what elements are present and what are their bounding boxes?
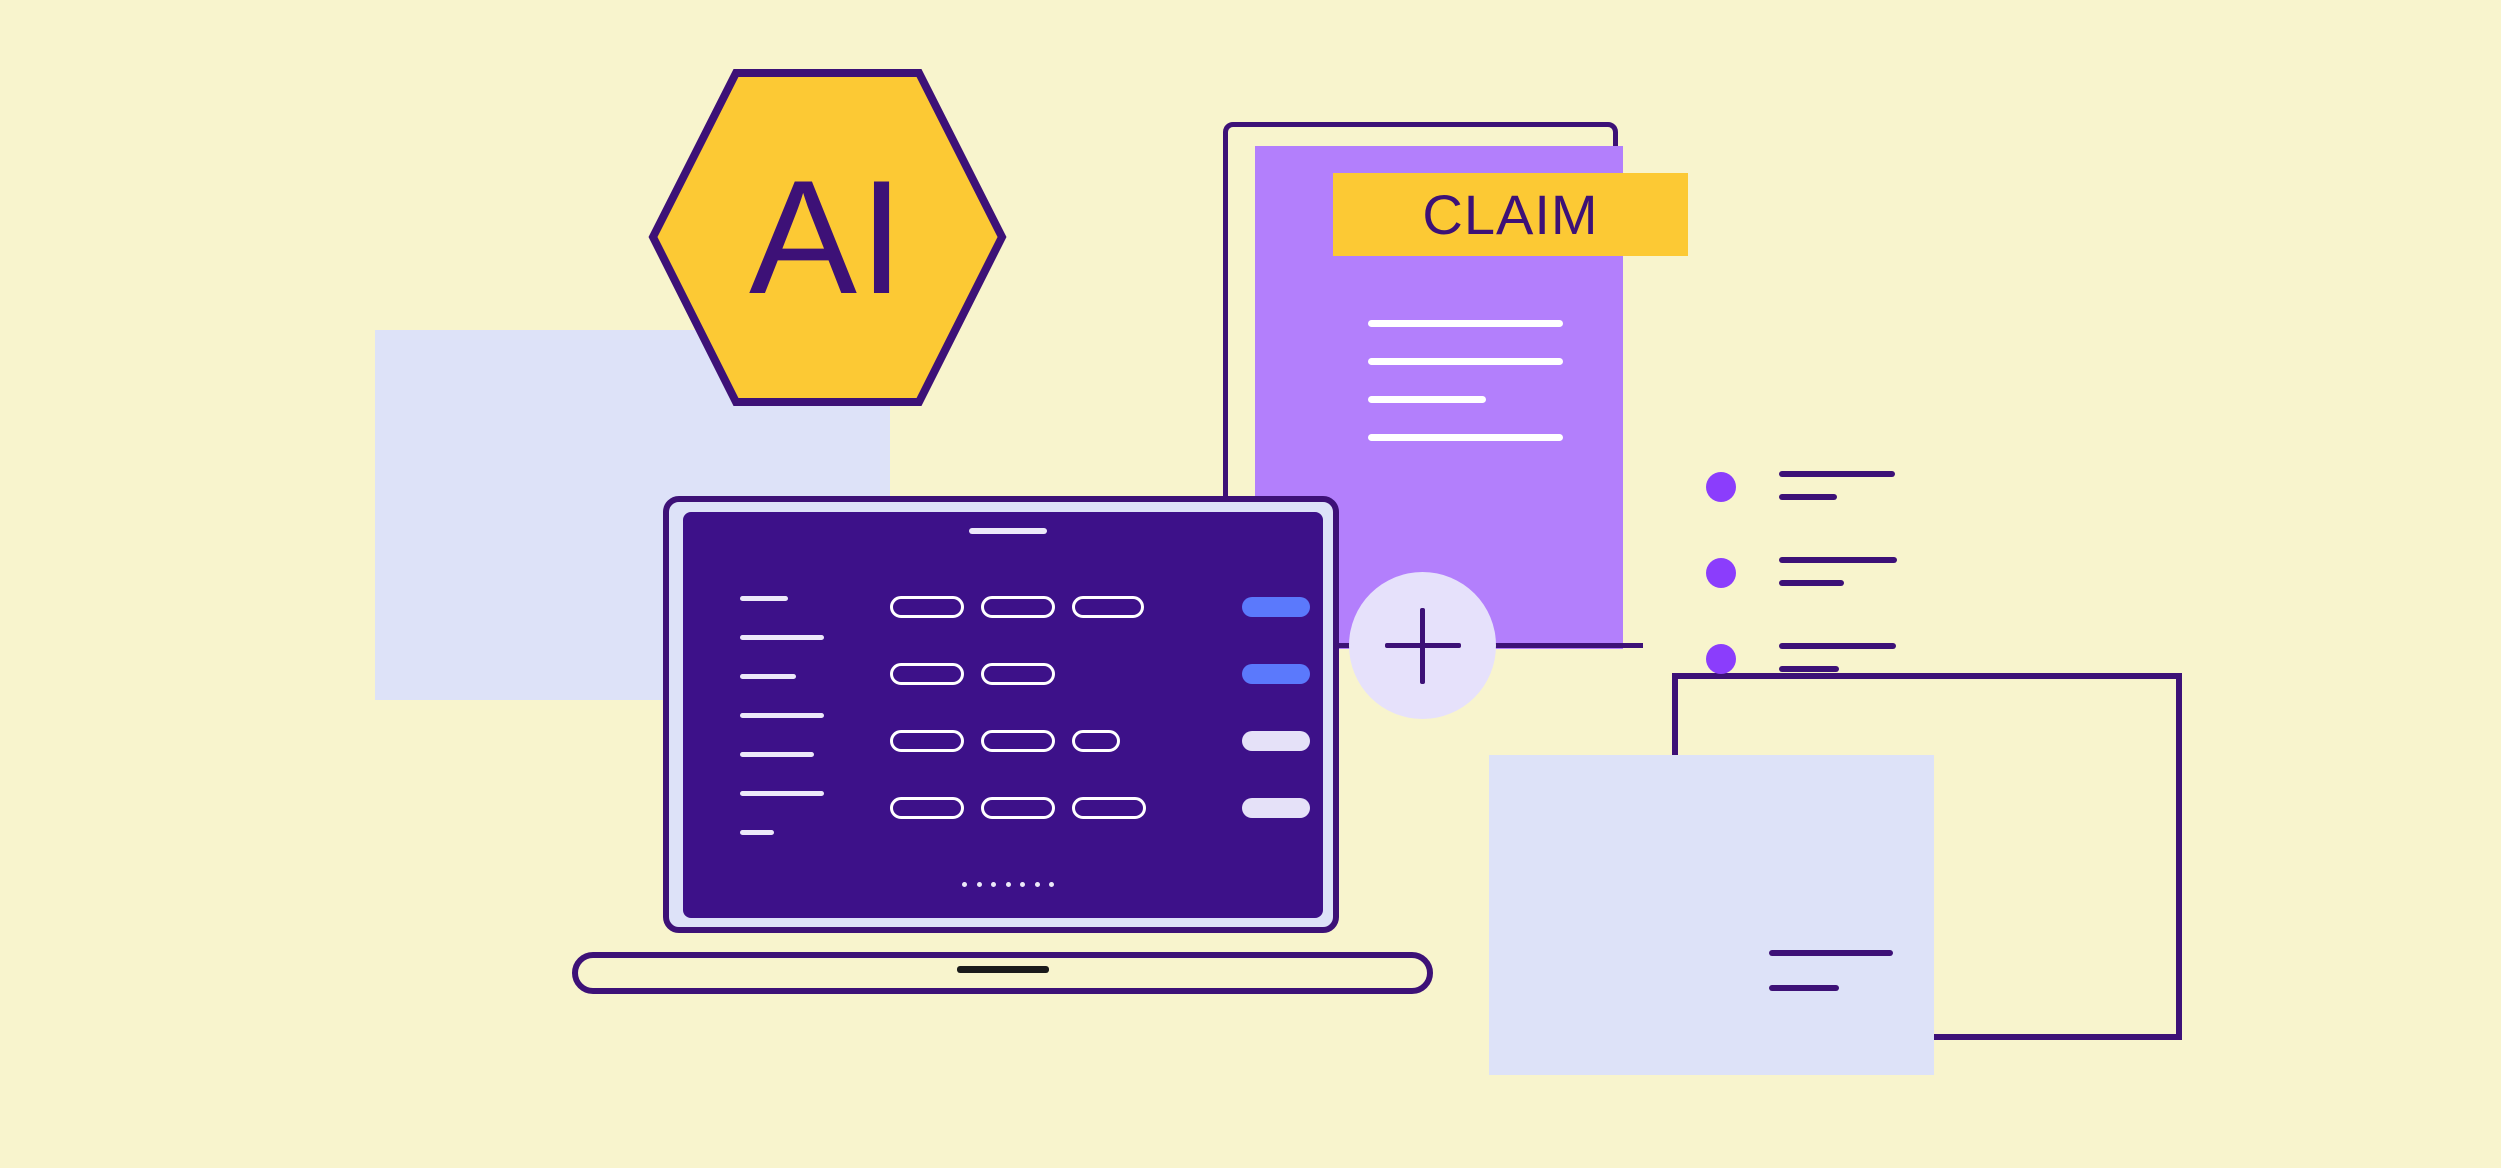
- screen-row-action-button[interactable]: [1242, 597, 1310, 617]
- claim-document-line: [1368, 358, 1563, 365]
- screen-row-action-button[interactable]: [1242, 664, 1310, 684]
- screen-pill: [981, 596, 1055, 618]
- laptop-base: [572, 952, 1433, 994]
- pagination-dot: [1005, 882, 1011, 887]
- screen-pill: [890, 663, 964, 685]
- pagination-dot: [1049, 882, 1054, 887]
- sidebar-line: [740, 713, 824, 718]
- screen-header-line: [969, 528, 1047, 534]
- ai-badge-label: AI: [748, 146, 907, 328]
- claim-document-line: [1368, 434, 1563, 441]
- screen-row: [890, 663, 1310, 685]
- right-square-text-lines: [1769, 950, 1893, 1020]
- bullet-dot-icon: [1706, 644, 1736, 674]
- sidebar-line: [740, 830, 774, 835]
- bullet-line: [1779, 471, 1895, 477]
- screen-pill: [1072, 596, 1144, 618]
- bullet-line: [1779, 494, 1837, 500]
- claim-banner-label: CLAIM: [1422, 183, 1599, 246]
- screen-row-action-button[interactable]: [1242, 798, 1310, 818]
- screen-pill: [981, 730, 1055, 752]
- screen-pill: [890, 797, 964, 819]
- ai-hexagon-badge: AI: [645, 65, 1010, 410]
- screen-row: [890, 596, 1310, 618]
- screen-pill: [981, 797, 1055, 819]
- bullet-line: [1779, 580, 1844, 586]
- claim-document-line: [1368, 396, 1486, 403]
- bullet-list-item: [1706, 638, 1897, 689]
- screen-pill: [1072, 797, 1146, 819]
- screen-row-action-button[interactable]: [1242, 731, 1310, 751]
- pagination-dot: [1020, 882, 1025, 887]
- laptop-trackpad: [957, 966, 1049, 973]
- bullet-line: [1779, 666, 1839, 672]
- bullet-line: [1779, 643, 1896, 649]
- decorative-square-right: [1489, 755, 1934, 1075]
- bullet-dot-icon: [1706, 472, 1736, 502]
- screen-pill: [1072, 730, 1120, 752]
- bullet-list-item: [1706, 552, 1897, 603]
- sidebar-line: [740, 596, 788, 601]
- pagination-dot: [1034, 882, 1040, 887]
- pagination-dot: [962, 882, 967, 887]
- bullet-item-lines: [1779, 466, 1895, 517]
- pagination-dot: [991, 882, 996, 887]
- screen-data-rows: [890, 596, 1310, 864]
- bullet-list-item: [1706, 466, 1897, 517]
- bullet-list: [1706, 466, 1897, 724]
- screen-pill: [890, 730, 964, 752]
- sidebar-line: [740, 674, 796, 679]
- plus-icon: [1349, 572, 1496, 719]
- screen-row: [890, 730, 1310, 752]
- right-square-line: [1769, 950, 1893, 956]
- right-square-line: [1769, 985, 1839, 991]
- screen-pill: [981, 663, 1055, 685]
- claim-document-line: [1368, 320, 1563, 327]
- sidebar-line: [740, 752, 814, 757]
- screen-row: [890, 797, 1310, 819]
- bullet-line: [1779, 557, 1897, 563]
- bullet-dot-icon: [1706, 558, 1736, 588]
- sidebar-line: [740, 791, 824, 796]
- sidebar-line: [740, 635, 824, 640]
- bullet-item-lines: [1779, 638, 1896, 689]
- screen-pill: [890, 596, 964, 618]
- screen-pagination-dots: [962, 882, 1054, 887]
- claim-banner: CLAIM: [1333, 173, 1688, 256]
- bullet-item-lines: [1779, 552, 1897, 603]
- screen-sidebar-lines: [740, 596, 855, 869]
- claim-document-text-lines: [1368, 320, 1563, 472]
- pagination-dot: [976, 882, 982, 887]
